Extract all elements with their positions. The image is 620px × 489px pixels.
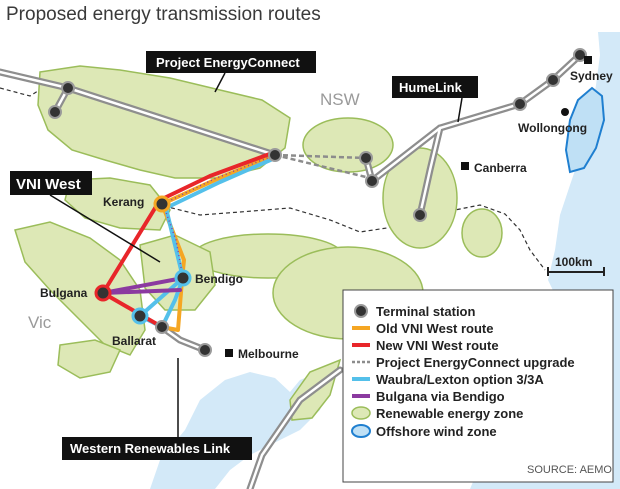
legend-label: Waubra/Lexton option 3/3A [376,372,544,387]
sydney-marker-icon [584,56,592,64]
place-label-ballarat: Ballarat [112,334,156,348]
terminal-station-icon [48,105,62,119]
callout-vni-west: VNI West [10,171,161,263]
canberra-marker-icon [461,162,469,170]
energyconnect-upgrade [274,153,371,180]
legend-label: New VNI West route [376,338,499,353]
callout-project-energyconnect: Project EnergyConnect [146,51,316,93]
place-label-sydney: Sydney [570,69,613,83]
bulgana-via-bendigo-route [101,276,185,295]
terminal-station-bulgana [94,284,112,302]
place-label-wollongong: Wollongong [518,121,587,135]
wollongong-marker-icon [561,108,569,116]
terminal-station-icon [413,208,427,222]
terminal-station-icon [268,148,282,162]
terminal-station-icon [513,97,527,111]
renewable-zone-south-nsw [461,208,503,258]
legend-label: Project EnergyConnect upgrade [376,355,575,370]
region-label-nsw: NSW [320,90,360,109]
svg-text:VNI West: VNI West [16,176,81,193]
callout-western-renewables-link: Western Renewables Link [62,358,252,460]
place-label-melbourne: Melbourne [238,347,299,361]
legend: Terminal station Old VNI West route New … [342,289,614,483]
terminal-station-waubra [131,307,149,325]
place-label-canberra: Canberra [474,161,527,175]
melbourne-marker-icon [225,349,233,357]
terminal-station-icon [61,81,75,95]
legend-label: Old VNI West route [376,321,494,336]
legend-swatch-offshore-wind [351,424,371,438]
old-vni-west-route [160,153,277,332]
renewable-zone-south-west-vic [57,339,122,379]
terminal-station-icon [359,151,373,165]
map-title: Proposed energy transmission routes [6,4,321,25]
scale-bar: 100km [547,255,605,276]
terminal-station-ballarat [155,320,169,334]
callout-humelink: HumeLink [392,76,478,123]
terminal-station-bendigo [174,269,192,287]
svg-text:Western Renewables Link: Western Renewables Link [70,441,231,456]
legend-swatch-renewable-zone [351,406,371,420]
legend-swatch-terminal-station-icon [354,304,368,318]
terminal-station-melbourne [198,343,212,357]
place-label-bulgana: Bulgana [40,286,88,300]
place-label-kerang: Kerang [103,195,144,209]
terminal-station-icon [573,48,587,62]
source-label: SOURCE: AEMO [527,464,612,476]
legend-label: Renewable energy zone [376,406,523,421]
legend-label: Bulgana via Bendigo [376,389,505,404]
place-label-bendigo: Bendigo [195,272,243,286]
terminal-station-icon [365,174,379,188]
svg-text:Project EnergyConnect: Project EnergyConnect [156,55,300,70]
terminal-stations [48,48,587,357]
terminal-station-icon [546,73,560,87]
renewable-zone-western-vic [14,221,146,356]
legend-label: Offshore wind zone [376,424,497,439]
legend-label: Terminal station [376,304,476,319]
svg-text:100km: 100km [555,255,592,269]
offshore-wind-zone [564,86,606,174]
region-label-vic: Vic [28,313,52,332]
terminal-station-kerang [153,195,171,213]
svg-text:HumeLink: HumeLink [399,80,463,95]
